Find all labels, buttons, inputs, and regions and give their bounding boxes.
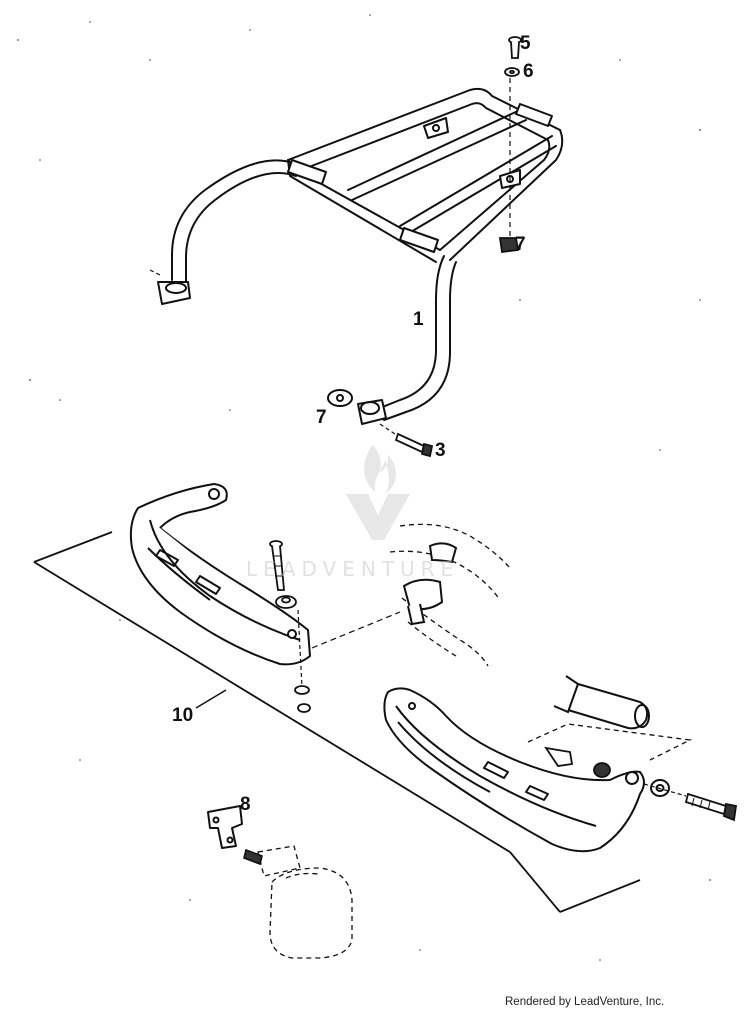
leader-line <box>379 423 399 437</box>
nut-icon <box>297 703 311 713</box>
bolt-icon <box>269 540 285 591</box>
nut-icon <box>593 762 611 778</box>
clamp-icon <box>402 542 458 626</box>
callout-10: 10 <box>172 705 194 726</box>
leader-line <box>149 269 163 277</box>
callout-6: 7 <box>515 234 526 255</box>
clamp-icon <box>544 746 574 767</box>
watermark-text: LEADVENTURE <box>246 557 460 581</box>
grip-icon <box>553 675 650 730</box>
watermark-logo <box>346 445 410 540</box>
light-outline <box>257 845 353 959</box>
leader-line <box>297 609 303 689</box>
spacer-icon <box>327 389 353 407</box>
nut-icon <box>498 237 520 254</box>
callout-1: 1 <box>413 309 424 330</box>
bolt-icon <box>684 792 738 822</box>
rear-rack <box>157 87 564 425</box>
washer-icon <box>275 595 297 609</box>
bolt-icon <box>243 848 263 866</box>
bracket <box>207 805 243 849</box>
washer-icon <box>504 67 520 77</box>
bolt-icon <box>394 432 434 458</box>
callout-5: 6 <box>523 61 534 82</box>
handguard-right <box>383 687 645 853</box>
kit-boundary <box>33 531 641 913</box>
handlebar-outline <box>527 723 693 761</box>
callout-7: 7 <box>316 407 327 428</box>
washer-icon <box>294 685 310 695</box>
print-specks <box>17 14 711 961</box>
footer-credit: Rendered by LeadVenture, Inc. <box>505 996 665 1008</box>
callout-leader <box>195 689 227 709</box>
leader-line <box>643 783 687 797</box>
leader-line <box>311 611 401 649</box>
handguard-left <box>129 483 311 666</box>
callout-3: 3 <box>435 440 446 461</box>
callout-8: 8 <box>240 794 251 815</box>
callout-4: 5 <box>520 33 531 54</box>
bolt-icon <box>508 36 522 59</box>
